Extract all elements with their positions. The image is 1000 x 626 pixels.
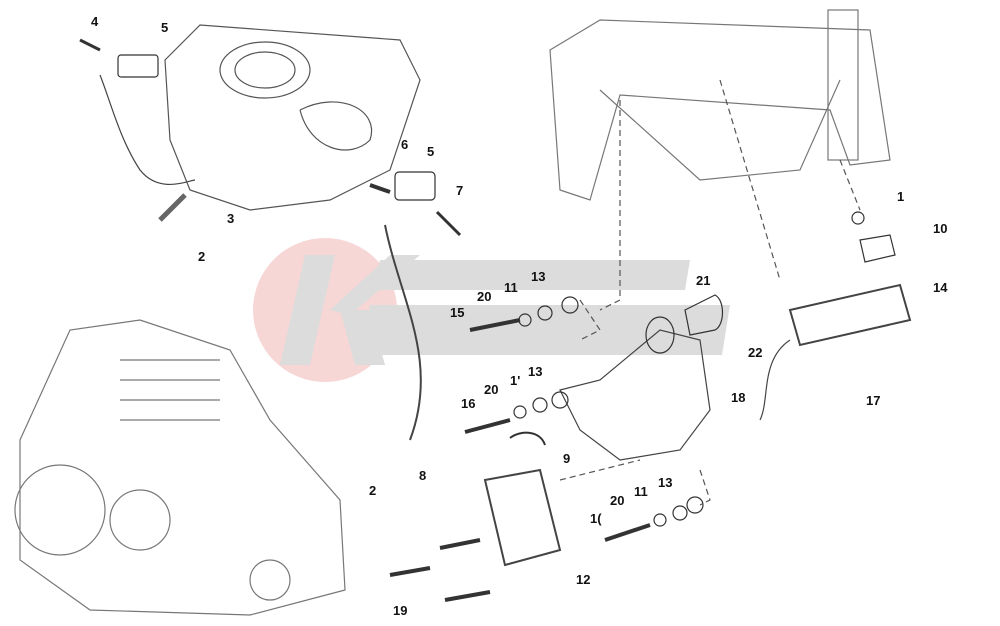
callout-8: 8: [419, 468, 427, 483]
callout-14: 14: [933, 280, 948, 295]
bracket-18: [559, 329, 711, 461]
callout-2: 2: [198, 249, 206, 264]
sensor-5-mid: [394, 171, 436, 201]
callout-17: 17: [866, 393, 881, 408]
callout-10: 10: [933, 221, 948, 236]
mount-21: [684, 294, 724, 336]
callout-11: 1': [510, 373, 521, 388]
callout-18: 18: [731, 390, 746, 405]
callout-13: 13: [531, 269, 546, 284]
callout-16: 1(: [590, 511, 602, 526]
callout-13: 13: [658, 475, 673, 490]
callout-15: 15: [450, 305, 465, 320]
watermark-logo: [253, 238, 730, 382]
callout-13: 13: [528, 364, 543, 379]
ecu-12: [483, 468, 562, 567]
callout-2: 2: [369, 483, 377, 498]
callout-20: 20: [484, 382, 499, 397]
callout-5: 5: [427, 144, 435, 159]
callout-12: 12: [576, 572, 591, 587]
callout-6: 6: [401, 137, 409, 152]
regulator-14: [788, 283, 912, 347]
airbox-drawing: [164, 24, 421, 211]
callout-11: 11: [504, 280, 518, 295]
callout-11: 11: [634, 484, 648, 499]
callout-16: 16: [461, 396, 476, 411]
callout-22: 22: [748, 345, 763, 360]
callout-1: 1: [897, 189, 905, 204]
callout-4: 4: [91, 14, 99, 29]
callout-19: 19: [393, 603, 408, 618]
callout-9: 9: [563, 451, 571, 466]
sensor-5-top: [117, 54, 159, 78]
callout-7: 7: [456, 183, 464, 198]
callout-21: 21: [696, 273, 711, 288]
callout-3: 3: [227, 211, 235, 226]
callout-20: 20: [610, 493, 625, 508]
engine-drawing: [14, 319, 346, 616]
callout-20: 20: [477, 289, 492, 304]
callout-5: 5: [161, 20, 169, 35]
frame-drawing: [549, 9, 891, 201]
